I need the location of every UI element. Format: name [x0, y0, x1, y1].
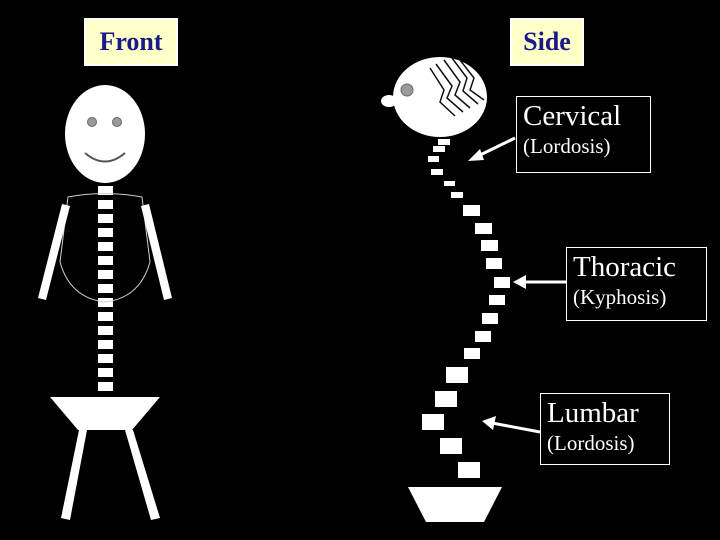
- cervical-arrow: [475, 136, 516, 159]
- front-smile: [84, 152, 126, 163]
- front-vertebra: [98, 340, 113, 349]
- front-figure: [38, 85, 172, 520]
- front-vertebra: [98, 200, 113, 209]
- side-vertebra: [422, 414, 444, 430]
- side-vertebra: [431, 169, 443, 175]
- front-head: [65, 85, 145, 183]
- side-vertebra: [464, 348, 480, 359]
- front-left-leg: [61, 430, 87, 520]
- side-vertebra: [428, 156, 439, 162]
- front-vertebra: [98, 326, 113, 335]
- side-vertebra: [481, 240, 498, 251]
- front-spine: [98, 186, 113, 391]
- side-vertebra: [446, 367, 468, 383]
- side-vertebra: [444, 181, 455, 186]
- side-pelvis: [408, 487, 502, 522]
- side-title: Side: [510, 18, 584, 66]
- cervical-label-box: Cervical (Lordosis): [516, 96, 651, 173]
- cervical-curve-label: (Lordosis): [523, 134, 611, 158]
- lumbar-arrow: [491, 421, 541, 434]
- front-vertebra: [98, 312, 113, 321]
- side-vertebra: [482, 313, 498, 324]
- front-vertebra: [98, 368, 113, 377]
- cervical-label: Cervical: [523, 100, 622, 132]
- lumbar-curve-label: (Lordosis): [547, 431, 635, 455]
- side-vertebra: [440, 438, 462, 454]
- thoracic-curve-label: (Kyphosis): [573, 285, 667, 309]
- thoracic-arrow-head: [513, 275, 526, 289]
- front-vertebra: [98, 214, 113, 223]
- thoracic-label-box: Thoracic (Kyphosis): [566, 247, 707, 321]
- side-vertebra: [475, 223, 492, 234]
- front-vertebra: [98, 354, 113, 363]
- side-eye: [400, 83, 414, 97]
- lumbar-arrow-head: [482, 416, 496, 430]
- side-head: [393, 57, 487, 137]
- front-left-eye: [87, 117, 97, 127]
- side-vertebra: [489, 295, 505, 305]
- front-right-leg: [125, 430, 160, 520]
- front-vertebra: [98, 270, 113, 279]
- arrows: [468, 136, 566, 434]
- front-vertebra: [98, 242, 113, 251]
- front-title: Front: [84, 18, 178, 66]
- side-vertebra: [475, 331, 491, 342]
- lumbar-label: Lumbar: [547, 397, 639, 429]
- front-pelvis: [50, 397, 160, 430]
- front-vertebra: [98, 228, 113, 237]
- front-vertebra: [98, 186, 113, 195]
- side-vertebra: [463, 205, 480, 216]
- cervical-arrow-head: [468, 149, 484, 161]
- side-vertebra: [451, 192, 463, 198]
- side-hair: [429, 57, 485, 117]
- front-right-eye: [112, 117, 122, 127]
- side-vertebra: [494, 277, 510, 288]
- side-vertebra: [435, 391, 457, 407]
- thoracic-label: Thoracic: [573, 251, 677, 283]
- front-vertebra: [98, 298, 113, 307]
- front-rib-outline: [59, 193, 151, 303]
- front-vertebra: [98, 256, 113, 265]
- side-vertebra: [433, 146, 445, 152]
- side-vertebra: [486, 258, 502, 269]
- lumbar-label-box: Lumbar (Lordosis): [540, 393, 670, 465]
- front-vertebra: [98, 382, 113, 391]
- side-spine: [422, 139, 510, 478]
- front-vertebra: [98, 284, 113, 293]
- side-nose: [381, 95, 397, 107]
- front-right-arm: [141, 204, 172, 300]
- front-left-arm: [38, 204, 70, 300]
- side-vertebra: [438, 139, 450, 145]
- side-figure: [381, 57, 566, 522]
- side-vertebra: [458, 462, 480, 478]
